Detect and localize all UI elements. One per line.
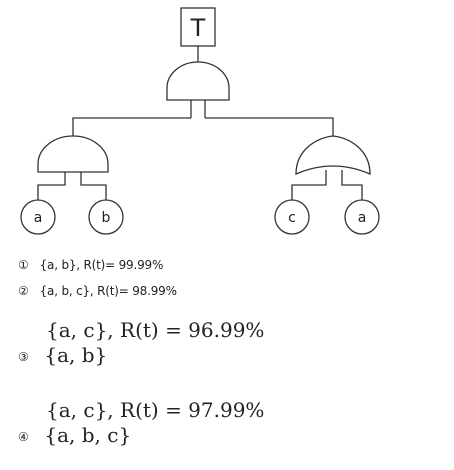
basic-event-label-c: c <box>288 210 296 226</box>
basic-event-a-left <box>20 199 56 235</box>
basic-event-label-a-left: a <box>34 210 43 226</box>
option-1-marker: ① <box>18 258 29 272</box>
top-event-box <box>180 7 216 47</box>
top-event-label: T <box>190 14 206 42</box>
right-or-gate <box>295 135 371 175</box>
basic-event-label-b: b <box>102 210 111 226</box>
option-2[interactable]: ② {a, b, c}, R(t)= 98.99% <box>18 284 177 298</box>
basic-event-label-a-right: a <box>358 210 367 226</box>
left-and-gate <box>37 135 109 173</box>
basic-event-c <box>274 199 310 235</box>
option-4-line1: {a, c}, R(t) = 97.99% <box>46 398 265 422</box>
option-4[interactable]: ④ {a, b, c} <box>18 423 131 447</box>
basic-event-a-right <box>344 199 380 235</box>
option-2-marker: ② <box>18 284 29 298</box>
option-4-marker: ④ <box>18 429 29 444</box>
option-2-text: {a, b, c}, R(t)= 98.99% <box>39 284 177 298</box>
option-1[interactable]: ① {a, b}, R(t)= 99.99% <box>18 258 163 272</box>
option-1-text: {a, b}, R(t)= 99.99% <box>39 258 164 272</box>
option-3-line1: {a, c}, R(t) = 96.99% <box>46 318 265 342</box>
fault-tree-diagram: T a b c a <box>20 7 380 235</box>
top-and-gate <box>166 61 230 101</box>
option-3[interactable]: ③ {a, b} <box>18 343 107 367</box>
basic-event-b <box>88 199 124 235</box>
option-4-line2: {a, b, c} <box>44 423 132 447</box>
option-3-marker: ③ <box>18 349 29 364</box>
option-3-line2: {a, b} <box>44 343 108 367</box>
